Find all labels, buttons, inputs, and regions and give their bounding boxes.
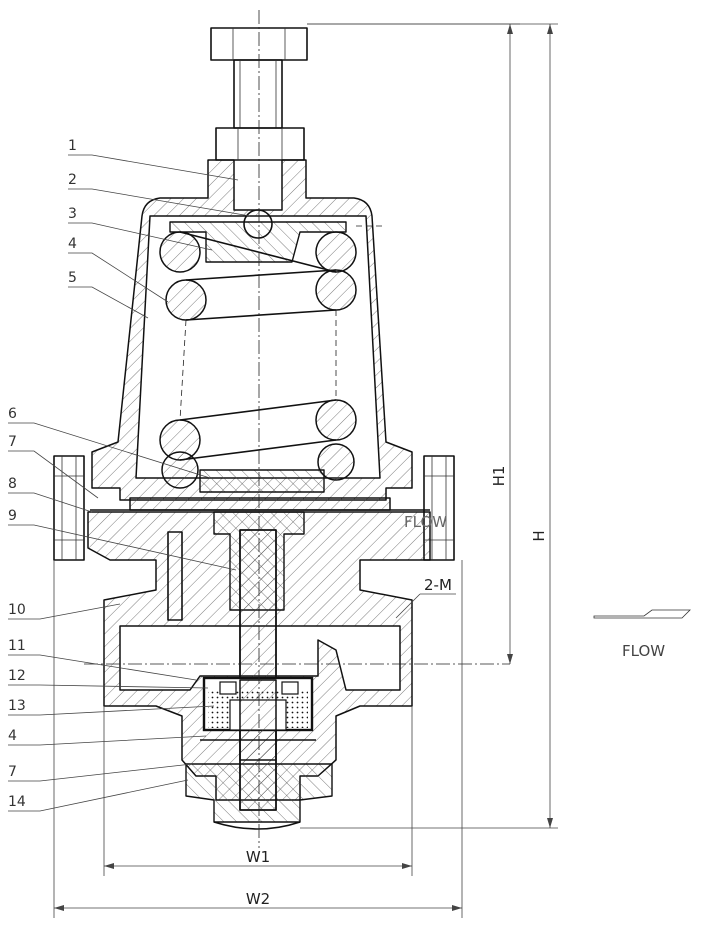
dim-w2-label: W2 — [246, 890, 270, 908]
flow-arrow: FLOW — [593, 609, 691, 660]
callout-8: 8 — [8, 476, 93, 513]
flange-bolt-right — [423, 455, 455, 561]
port-thread-callout: 2-M — [395, 576, 456, 619]
dim-w1-label: W1 — [246, 848, 270, 866]
svg-text:13: 13 — [8, 698, 26, 714]
callout-3: 3 — [68, 206, 213, 251]
svg-text:6: 6 — [8, 406, 17, 422]
svg-text:2: 2 — [68, 172, 77, 188]
dimension-h: H — [300, 23, 558, 829]
callout-4a: 4 — [68, 236, 169, 303]
svg-text:8: 8 — [8, 476, 17, 492]
callout-10: 10 — [8, 602, 121, 620]
inner-flow-label: FLOW — [404, 513, 447, 531]
callout-7b: 7 — [8, 763, 193, 782]
svg-text:7: 7 — [8, 434, 17, 450]
bonnet — [91, 159, 413, 501]
dimension-w2: W2 — [53, 560, 463, 918]
diaphragm — [90, 497, 430, 511]
callout-11: 11 — [8, 638, 197, 681]
lock-nut — [215, 127, 305, 161]
svg-text:5: 5 — [68, 270, 77, 286]
callout-13: 13 — [8, 698, 215, 716]
svg-text:4: 4 — [68, 236, 77, 252]
svg-text:11: 11 — [8, 638, 26, 654]
callout-1: 1 — [68, 138, 239, 181]
flange-bolt-left — [53, 455, 85, 561]
callout-5: 5 — [68, 270, 149, 319]
dim-h1-label: H1 — [490, 466, 508, 487]
callout-7a: 7 — [8, 434, 99, 499]
svg-text:12: 12 — [8, 668, 26, 684]
dimension-w1: W1 — [103, 706, 413, 876]
callout-12: 12 — [8, 668, 209, 689]
svg-text:1: 1 — [68, 138, 77, 154]
svg-text:7: 7 — [8, 764, 17, 780]
svg-text:10: 10 — [8, 602, 26, 618]
svg-text:14: 14 — [8, 794, 26, 810]
valve-disc-assembly — [200, 676, 316, 761]
callout-14: 14 — [8, 779, 189, 812]
svg-text:4: 4 — [8, 728, 17, 744]
dim-h-label: H — [530, 530, 548, 541]
part-callouts: 1 2 3 4 5 6 7 8 9 10 11 12 13 4 7 14 — [8, 138, 251, 812]
callout-9: 9 — [8, 508, 237, 571]
callout-2: 2 — [68, 172, 251, 217]
callout-6: 6 — [8, 406, 211, 479]
outer-flow-label: FLOW — [622, 642, 665, 660]
valve-body — [87, 511, 431, 801]
lower-spring-seat — [199, 469, 325, 493]
svg-text:3: 3 — [68, 206, 77, 222]
svg-text:9: 9 — [8, 508, 17, 524]
main-spring — [159, 231, 357, 489]
callout-4b: 4 — [8, 728, 207, 746]
port-thread-label: 2-M — [424, 576, 452, 594]
